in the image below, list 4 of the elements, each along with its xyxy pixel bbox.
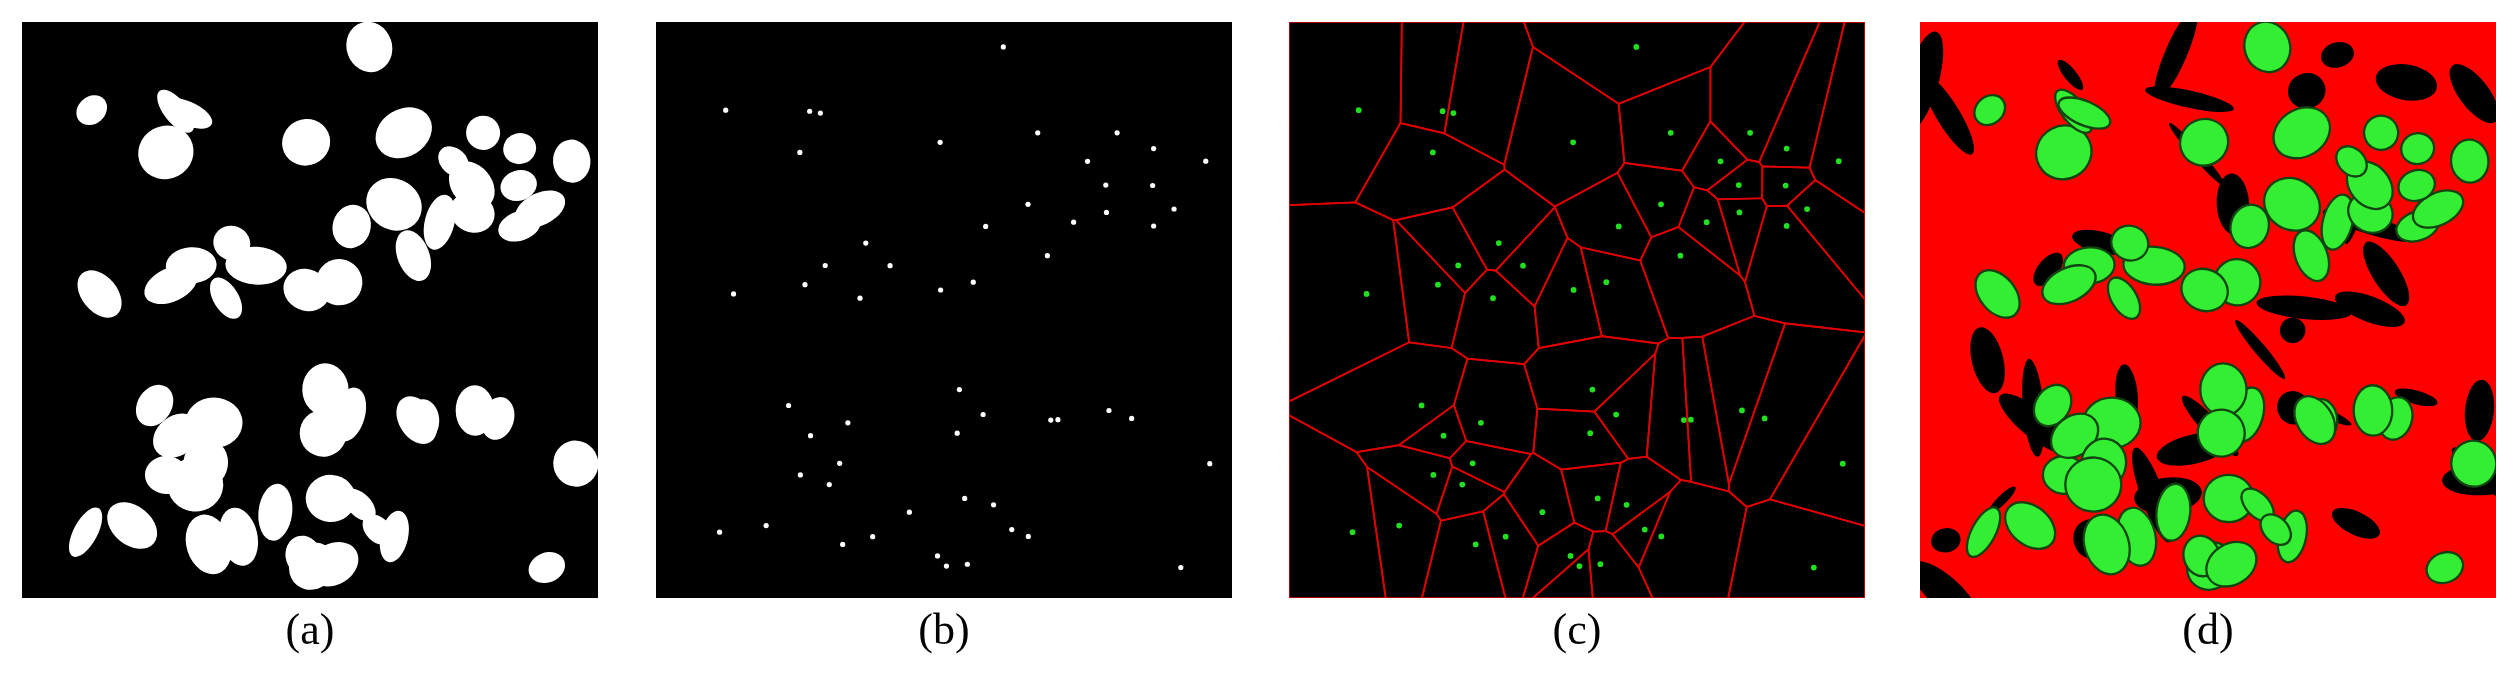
panel-caption: (b) [918,605,970,654]
panel-caption: (d) [2182,605,2234,654]
panel-caption: (c) [1552,605,1602,654]
panel-caption: (a) [285,605,335,654]
